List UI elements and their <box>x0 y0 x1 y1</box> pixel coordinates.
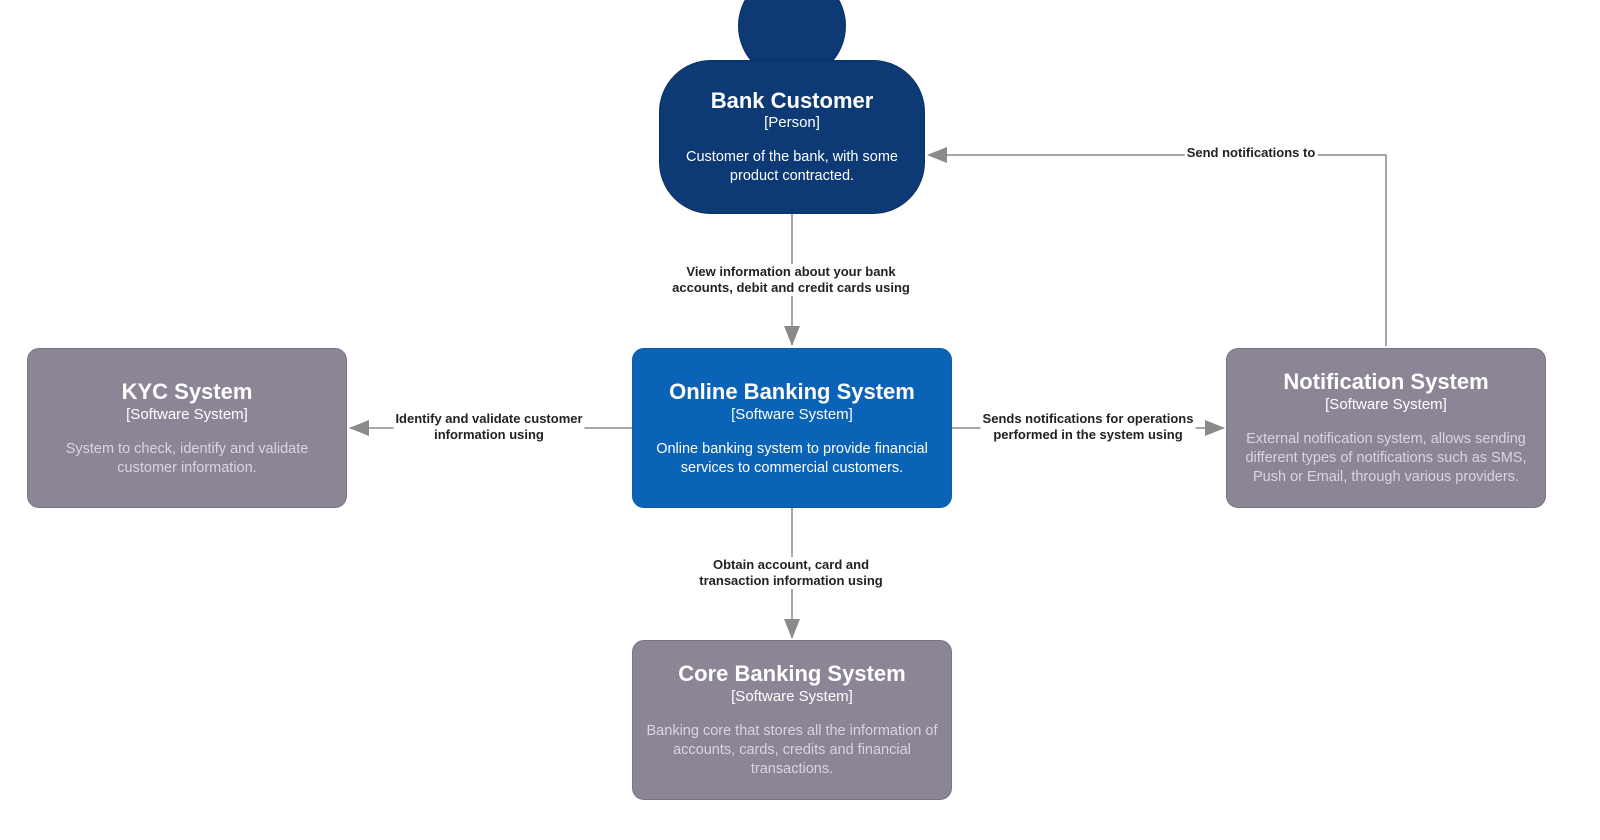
notification-system-node[interactable]: Notification System [Software System] Ex… <box>1226 348 1546 508</box>
online-banking-system-name: Online Banking System <box>669 378 915 404</box>
core-banking-system-type: [Software System] <box>731 688 853 705</box>
kyc-system-description: System to check, identify and validate c… <box>65 440 309 476</box>
bank-customer-description: Customer of the bank, with some product … <box>686 149 898 184</box>
core-banking-system-description: Banking core that stores all the informa… <box>646 723 938 777</box>
edge-label-online-to-core: Obtain account, card and transaction inf… <box>697 557 885 589</box>
edge-label-notification-to-customer: Send notifications to <box>1184 145 1318 161</box>
edge-label-online-to-notification: Sends notifications for operations perfo… <box>980 411 1196 443</box>
edge-label-customer-to-online: View information about your bank account… <box>670 264 912 296</box>
bank-customer-type: [Person] <box>764 114 820 131</box>
arrowhead-online-to-kyc <box>349 420 369 436</box>
notification-system-description: External notification system, allows sen… <box>1245 431 1527 485</box>
edge-notification-to-customer <box>930 154 1387 346</box>
online-banking-system-type: [Software System] <box>731 405 853 423</box>
edge-label-online-to-kyc: Identify and validate customer informati… <box>393 411 585 443</box>
online-banking-system-description: Online banking system to provide financi… <box>656 440 928 476</box>
kyc-system-node[interactable]: KYC System [Software System] System to c… <box>27 348 347 508</box>
bank-customer-name: Bank Customer <box>710 88 874 113</box>
online-banking-system-node[interactable]: Online Banking System [Software System] … <box>632 348 952 508</box>
notification-system-name: Notification System <box>1283 369 1489 394</box>
core-banking-system-name: Core Banking System <box>678 661 906 686</box>
kyc-system-type: [Software System] <box>126 405 248 423</box>
bank-customer-node[interactable]: Bank Customer [Person] Customer of the b… <box>659 60 925 214</box>
arrowhead-online-to-notification <box>1205 420 1225 436</box>
kyc-system-name: KYC System <box>121 378 253 404</box>
arrowhead-notification-to-customer <box>927 147 947 163</box>
arrowhead-customer-to-online <box>784 326 800 346</box>
core-banking-system-node[interactable]: Core Banking System [Software System] Ba… <box>632 640 952 800</box>
notification-system-type: [Software System] <box>1325 396 1447 413</box>
arrowhead-online-to-core <box>784 619 800 639</box>
